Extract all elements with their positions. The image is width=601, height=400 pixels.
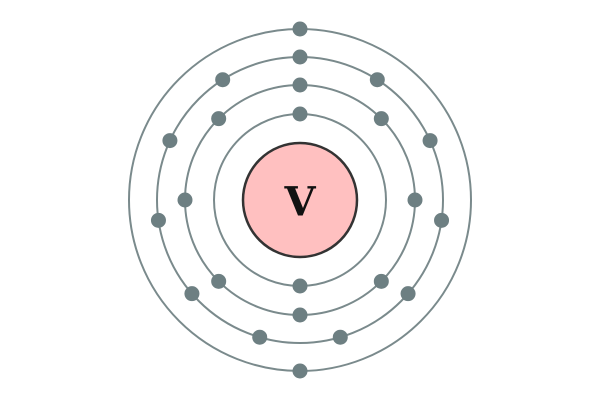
electron-shell-3-7 bbox=[252, 329, 268, 345]
electron-shell-3-11 bbox=[215, 72, 231, 88]
electron-shell-3-1 bbox=[292, 49, 308, 65]
electron-shell-3-2 bbox=[369, 72, 385, 88]
electron-shell-3-9 bbox=[150, 212, 166, 228]
electron-shell-2-1 bbox=[292, 77, 308, 93]
electron-shell-2-4 bbox=[373, 273, 389, 289]
electron-shell-2-3 bbox=[407, 192, 423, 208]
electron-shell-1-1 bbox=[292, 106, 308, 122]
electron-shell-3-8 bbox=[184, 286, 200, 302]
electron-shell-2-8 bbox=[211, 111, 227, 127]
electron-shell-4-1 bbox=[292, 21, 308, 37]
electron-shell-2-2 bbox=[373, 111, 389, 127]
electron-shell-2-5 bbox=[292, 307, 308, 323]
electron-shell-2-7 bbox=[177, 192, 193, 208]
electron-shell-2-6 bbox=[211, 273, 227, 289]
nucleus: V bbox=[241, 141, 359, 259]
electron-shell-3-10 bbox=[162, 133, 178, 149]
electron-shell-3-6 bbox=[332, 329, 348, 345]
nucleus-circle bbox=[241, 141, 359, 259]
electron-shell-3-4 bbox=[434, 212, 450, 228]
electron-shell-3-5 bbox=[400, 286, 416, 302]
element-symbol: V bbox=[283, 179, 316, 226]
electron-shell-1-2 bbox=[292, 278, 308, 294]
electrons-layer bbox=[150, 21, 450, 379]
electron-shell-3-3 bbox=[422, 133, 438, 149]
electron-shell-4-2 bbox=[292, 363, 308, 379]
